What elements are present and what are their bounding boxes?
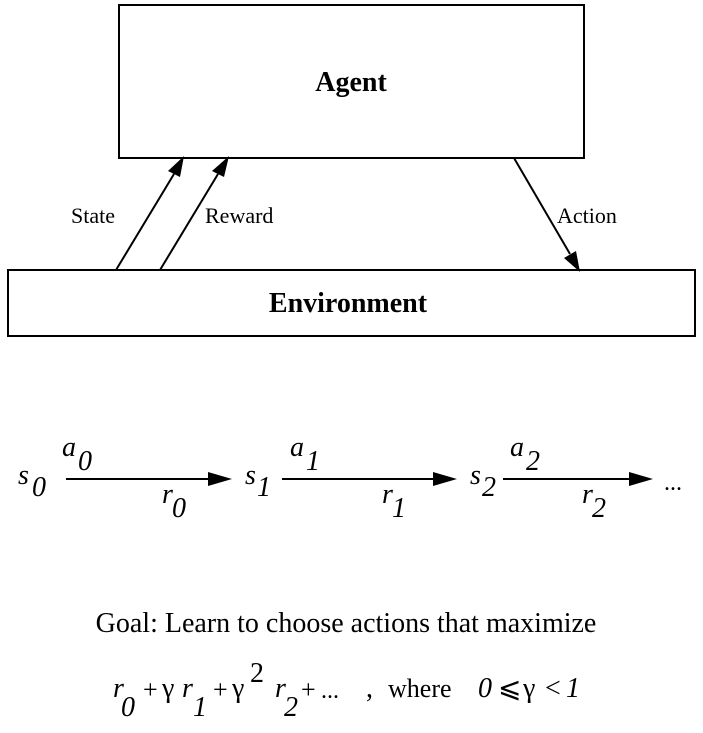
svg-text:0: 0 (121, 692, 135, 723)
svg-text:0: 0 (78, 446, 92, 477)
svg-text:+: + (301, 675, 316, 704)
svg-text:1: 1 (392, 493, 406, 524)
transition-arrow-1 (282, 472, 457, 486)
return-formula: r 0 + γ r 1 + γ 2 r 2 + ... , where 0 ⩽ … (113, 658, 580, 723)
svg-text:1: 1 (193, 692, 207, 723)
action-a2: a 2 (510, 432, 540, 477)
state-s1: s 1 (245, 460, 271, 503)
svg-text:γ: γ (161, 673, 174, 704)
svg-text:+: + (143, 675, 158, 704)
state-s2: s 2 (470, 460, 496, 503)
reward-r0: r 0 (162, 479, 186, 524)
svg-text:a: a (290, 432, 304, 463)
state-s0: s 0 (18, 460, 46, 503)
svg-text:⩽: ⩽ (498, 673, 521, 704)
svg-text:1: 1 (306, 446, 320, 477)
transition-arrow-2 (503, 472, 653, 486)
svg-text:r: r (582, 479, 593, 510)
svg-text:where: where (388, 674, 452, 703)
transition-arrow-0 (66, 472, 232, 486)
action-label: Action (557, 203, 617, 228)
svg-text:1: 1 (566, 673, 580, 704)
action-a0: a 0 (62, 432, 92, 477)
state-arrow (115, 156, 184, 271)
svg-text:r: r (382, 479, 393, 510)
svg-text:0: 0 (32, 472, 46, 503)
agent-label: Agent (315, 67, 387, 98)
svg-text:s: s (18, 460, 29, 491)
reward-r2: r 2 (582, 479, 606, 524)
sequence-ellipsis: ... (664, 470, 682, 496)
goal-text: Goal: Learn to choose actions that maxim… (96, 608, 597, 639)
svg-text:a: a (62, 432, 76, 463)
svg-text:s: s (470, 460, 481, 491)
agent-box (118, 4, 585, 159)
state-label: State (71, 203, 115, 228)
reward-arrow (159, 156, 229, 271)
svg-text:2: 2 (284, 692, 298, 723)
svg-text:+: + (213, 675, 228, 704)
svg-text:2: 2 (526, 446, 540, 477)
environment-box (7, 269, 696, 337)
svg-text:0: 0 (478, 673, 492, 704)
action-a1: a 1 (290, 432, 320, 477)
svg-text:2: 2 (250, 658, 264, 689)
action-arrow (513, 157, 580, 272)
svg-text:γ: γ (231, 673, 244, 704)
svg-text:1: 1 (257, 472, 271, 503)
reward-label: Reward (205, 203, 273, 228)
svg-text:s: s (245, 460, 256, 491)
formula-r1: r (182, 673, 193, 704)
svg-text:...: ... (321, 678, 339, 704)
svg-text:r: r (162, 479, 173, 510)
formula-r0: r (113, 673, 124, 704)
svg-text:γ: γ (522, 673, 535, 704)
formula-r2: r (275, 673, 286, 704)
reward-r1: r 1 (382, 479, 406, 524)
svg-text:,: , (366, 673, 373, 704)
svg-text:0: 0 (172, 493, 186, 524)
svg-text:a: a (510, 432, 524, 463)
environment-label: Environment (269, 288, 428, 319)
svg-text:2: 2 (482, 472, 496, 503)
svg-text:<: < (545, 673, 561, 704)
svg-text:2: 2 (592, 493, 606, 524)
